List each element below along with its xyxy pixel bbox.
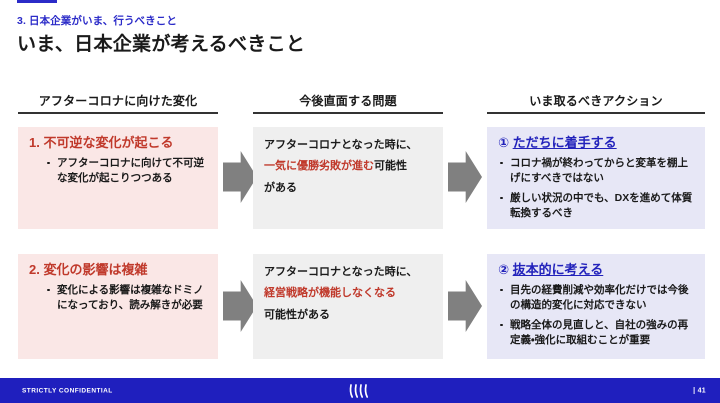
problem-highlight: 経営戦略が機能しなくなる xyxy=(264,287,396,300)
flow-arrow-icon xyxy=(223,151,257,203)
action-box: ② 抜本的に考える 目先の経費削減や効率化だけでは今後の構造的変化に対応できない… xyxy=(487,254,705,359)
change-number: 1. xyxy=(29,135,40,150)
problem-highlight: 一気に優勝劣敗が進む xyxy=(264,160,374,173)
action-marker: ② xyxy=(498,262,510,277)
problem-box: アフターコロナとなった時に、 経営戦略が機能しなくなる 可能性がある xyxy=(253,254,443,359)
problem-tail: 可能性がある xyxy=(264,308,330,321)
change-bullet-list: アフターコロナに向けて不可逆な変化が起こりつつある xyxy=(45,156,208,185)
page-number: | 41 xyxy=(693,387,706,394)
change-heading-text: 不可逆な変化が起こる xyxy=(43,135,174,150)
problem-tail-inline: 可能性 xyxy=(374,160,407,173)
problem-lead: アフターコロナとなった時に、 xyxy=(264,139,418,151)
column-header-problem: 今後直面する問題 xyxy=(253,92,443,114)
change-box: 1. 不可逆な変化が起こる アフターコロナに向けて不可逆な変化が起こりつつある xyxy=(18,127,218,229)
action-heading-text: 抜本的に考える xyxy=(512,262,604,277)
list-item: 戦略全体の見直しと、自社の強みの再定義・強化に取組むことが重要 xyxy=(498,318,695,347)
slide-footer: STRICTLY CONFIDENTIAL | 41 xyxy=(0,378,720,403)
flow-arrow-icon xyxy=(448,280,482,332)
flow-arrow-icon xyxy=(448,151,482,203)
change-box: 2. 変化の影響は複雑 変化による影響は複雑なドミノになっており、読み解きが必要 xyxy=(18,254,218,359)
action-heading: ② 抜本的に考える xyxy=(498,262,695,278)
action-marker: ① xyxy=(498,135,510,150)
list-item: 変化による影響は複雑なドミノになっており、読み解きが必要 xyxy=(45,283,208,312)
action-heading-text: ただちに着手する xyxy=(512,135,617,150)
section-eyebrow: 3. 日本企業がいま、行うべきこと xyxy=(17,15,177,27)
problem-box: アフターコロナとなった時に、 一気に優勝劣敗が進む可能性 がある xyxy=(253,127,443,229)
action-bullet-list: 目先の経費削減や効率化だけでは今後の構造的変化に対応できない 戦略全体の見直しと… xyxy=(498,283,695,347)
list-item: コロナ禍が終わってからと変革を棚上げにすべきではない xyxy=(498,156,695,185)
change-heading: 1. 不可逆な変化が起こる xyxy=(29,135,208,151)
list-item: 厳しい状況の中でも、DXを進めて体質転換するべき xyxy=(498,191,695,220)
change-bullet-list: 変化による影響は複雑なドミノになっており、読み解きが必要 xyxy=(45,283,208,312)
list-item: アフターコロナに向けて不可逆な変化が起こりつつある xyxy=(45,156,208,185)
change-heading: 2. 変化の影響は複雑 xyxy=(29,262,208,278)
problem-text: アフターコロナとなった時に、 経営戦略が機能しなくなる 可能性がある xyxy=(264,262,433,326)
problem-tail: がある xyxy=(264,181,297,194)
change-heading-text: 変化の影響は複雑 xyxy=(43,262,148,277)
action-heading: ① ただちに着手する xyxy=(498,135,695,151)
list-item: 目先の経費削減や効率化だけでは今後の構造的変化に対応できない xyxy=(498,283,695,312)
content-row: 1. 不可逆な変化が起こる アフターコロナに向けて不可逆な変化が起こりつつある … xyxy=(0,127,720,229)
column-header-action: いま取るべきアクション xyxy=(487,92,705,114)
problem-text: アフターコロナとなった時に、 一気に優勝劣敗が進む可能性 がある xyxy=(264,135,433,199)
company-logo-icon xyxy=(349,383,369,398)
change-number: 2. xyxy=(29,262,40,277)
problem-lead: アフターコロナとなった時に、 xyxy=(264,266,418,278)
top-accent-bar xyxy=(17,0,57,3)
flow-arrow-icon xyxy=(223,280,257,332)
action-bullet-list: コロナ禍が終わってからと変革を棚上げにすべきではない 厳しい状況の中でも、DXを… xyxy=(498,156,695,220)
page-title: いま、日本企業が考えるべきこと xyxy=(17,34,306,55)
action-box: ① ただちに着手する コロナ禍が終わってからと変革を棚上げにすべきではない 厳し… xyxy=(487,127,705,229)
confidentiality-notice: STRICTLY CONFIDENTIAL xyxy=(22,387,113,394)
column-header-change: アフターコロナに向けた変化 xyxy=(18,92,218,114)
content-row: 2. 変化の影響は複雑 変化による影響は複雑なドミノになっており、読み解きが必要… xyxy=(0,254,720,359)
